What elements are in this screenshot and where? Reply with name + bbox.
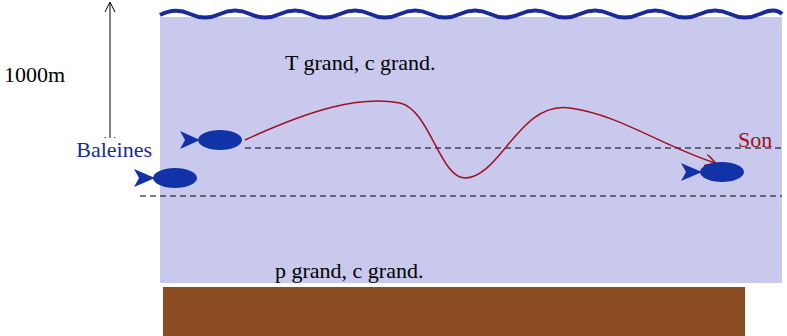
region-label: p grand, c grand.: [275, 259, 423, 283]
channel-bound: [245, 148, 782, 149]
dimension-head: [105, 2, 115, 12]
ocean-region: T grand, c grand. p grand, c grand.: [160, 17, 782, 283]
whale: [180, 130, 242, 150]
region-label: T grand, c grand.: [285, 51, 436, 75]
whale: [134, 168, 197, 188]
dimension-line: [110, 3, 111, 146]
sound-label: Son: [738, 128, 772, 152]
channel-bound: [140, 196, 782, 197]
whale: [681, 162, 744, 182]
whale-label: Baleines: [76, 138, 152, 162]
sea-surface: [160, 11, 782, 18]
depth-dimension: 1000m: [4, 63, 65, 87]
sea-floor: [163, 287, 745, 336]
sound-path: [245, 101, 715, 178]
